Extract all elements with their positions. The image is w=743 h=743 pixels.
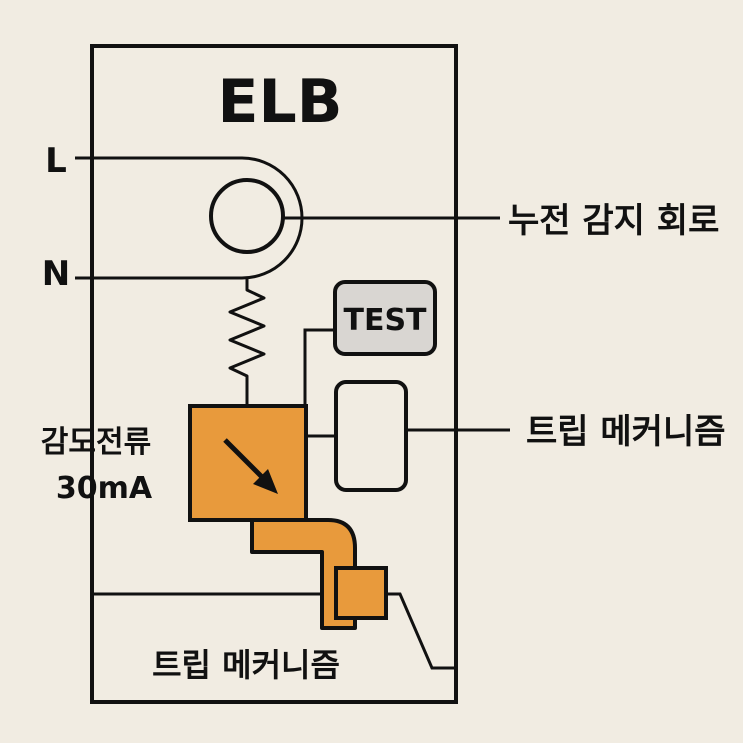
trip-mechanism-bottom-leader	[386, 592, 456, 670]
trip-mechanism-right-label: 트립 메커니즘	[526, 412, 726, 452]
terminal-n-label: N	[42, 254, 70, 294]
sensitivity-value: 30mA	[56, 471, 153, 506]
terminal-l-label: L	[45, 141, 67, 181]
trip-mechanism-box	[334, 380, 408, 492]
diagram-title: ELB	[218, 67, 343, 137]
sensing-circuit-label: 누전 감지 회로	[508, 201, 719, 241]
test-button[interactable]	[333, 280, 437, 356]
trip-relay-block	[188, 404, 308, 522]
trip-mechanism-bottom-label: 트립 메커니즘	[152, 646, 340, 684]
sense-coil-spring	[228, 278, 266, 406]
relay-arrow-head	[253, 469, 278, 494]
test-button-wire	[303, 328, 335, 406]
test-button-label: TEST	[343, 303, 427, 338]
line-wire-l	[75, 156, 304, 280]
current-transformer-ring	[209, 178, 285, 254]
latch-catch	[334, 566, 388, 620]
relay-arrow-shaft	[223, 438, 264, 479]
sensitivity-label: 감도전류	[41, 425, 151, 460]
latch-lever	[250, 518, 357, 630]
enclosure-box	[90, 44, 458, 704]
